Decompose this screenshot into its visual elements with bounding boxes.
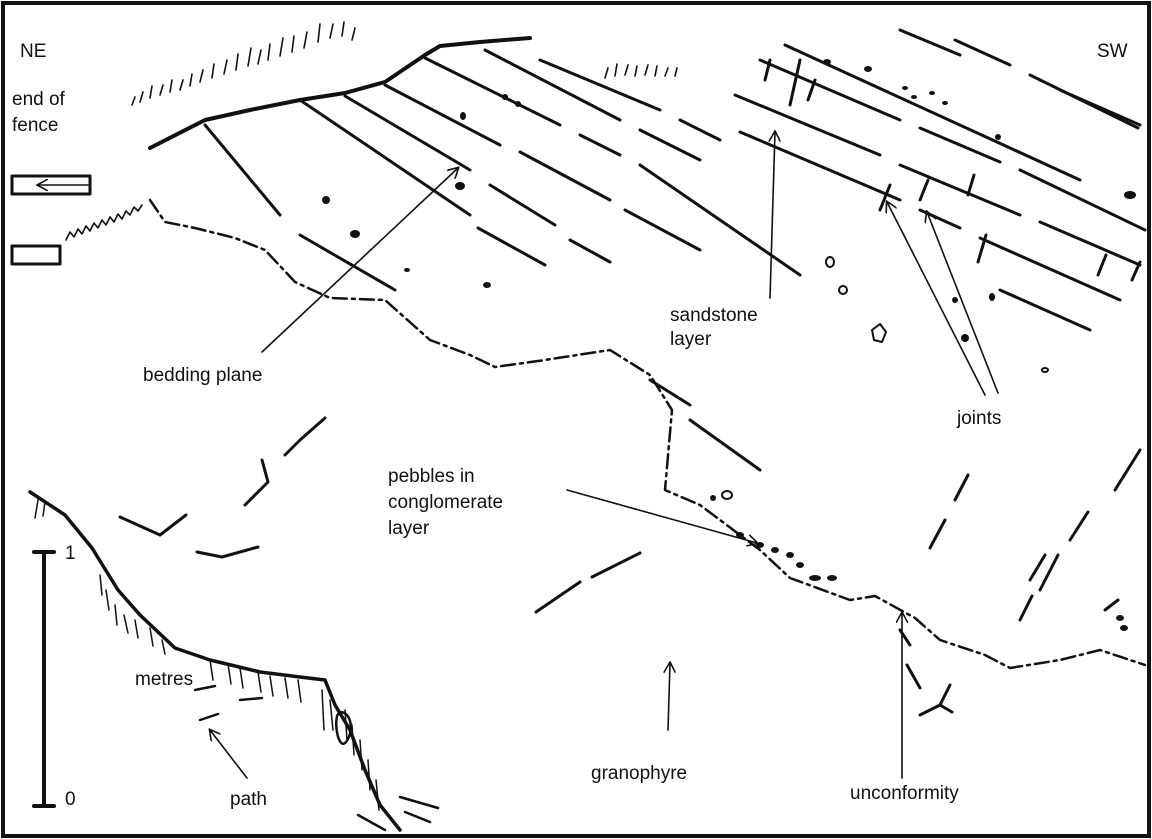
label-pebbles-line-3: layer <box>388 516 503 542</box>
joints-arrow-1 <box>887 202 985 395</box>
fence-posts <box>12 176 90 264</box>
label-pebbles-line-1: pebbles in <box>388 464 503 490</box>
scale-bar-bottom-label: 0 <box>65 788 76 812</box>
label-pebbles-line-2: conglomerate <box>388 490 503 516</box>
label-fence-line-2: fence <box>12 113 65 139</box>
label-bedding-plane: bedding plane <box>143 364 262 388</box>
label-end-of-fence: end of fence <box>12 87 65 139</box>
granophyre-cracks <box>120 418 1140 715</box>
bedding-plane-lines <box>205 30 1145 470</box>
unconformity-line <box>150 200 1145 668</box>
granophyre-arrow <box>668 663 670 730</box>
bedding-plane-arrow <box>262 168 458 352</box>
orientation-sw: SW <box>1097 40 1128 64</box>
label-joints: joints <box>957 407 1001 431</box>
label-path: path <box>230 788 267 812</box>
vegetation-tufts <box>66 22 677 240</box>
sandstone-arrow <box>770 132 775 298</box>
path-arrow <box>210 730 247 778</box>
label-sandstone-line-1: sandstone <box>670 304 758 328</box>
joint-marks <box>765 60 1140 280</box>
scale-bar-top-label: 1 <box>65 542 76 566</box>
label-metres: metres <box>135 668 193 692</box>
orientation-ne: NE <box>20 40 46 64</box>
label-granophyre: granophyre <box>591 762 687 786</box>
label-fence-line-1: end of <box>12 87 65 113</box>
label-sandstone-line-2: layer <box>670 328 758 352</box>
cliff-edge <box>30 492 438 830</box>
label-unconformity: unconformity <box>850 782 959 806</box>
label-sandstone-layer: sandstone layer <box>670 304 758 352</box>
label-pebbles: pebbles in conglomerate layer <box>388 464 503 542</box>
scale-bar <box>34 552 54 806</box>
